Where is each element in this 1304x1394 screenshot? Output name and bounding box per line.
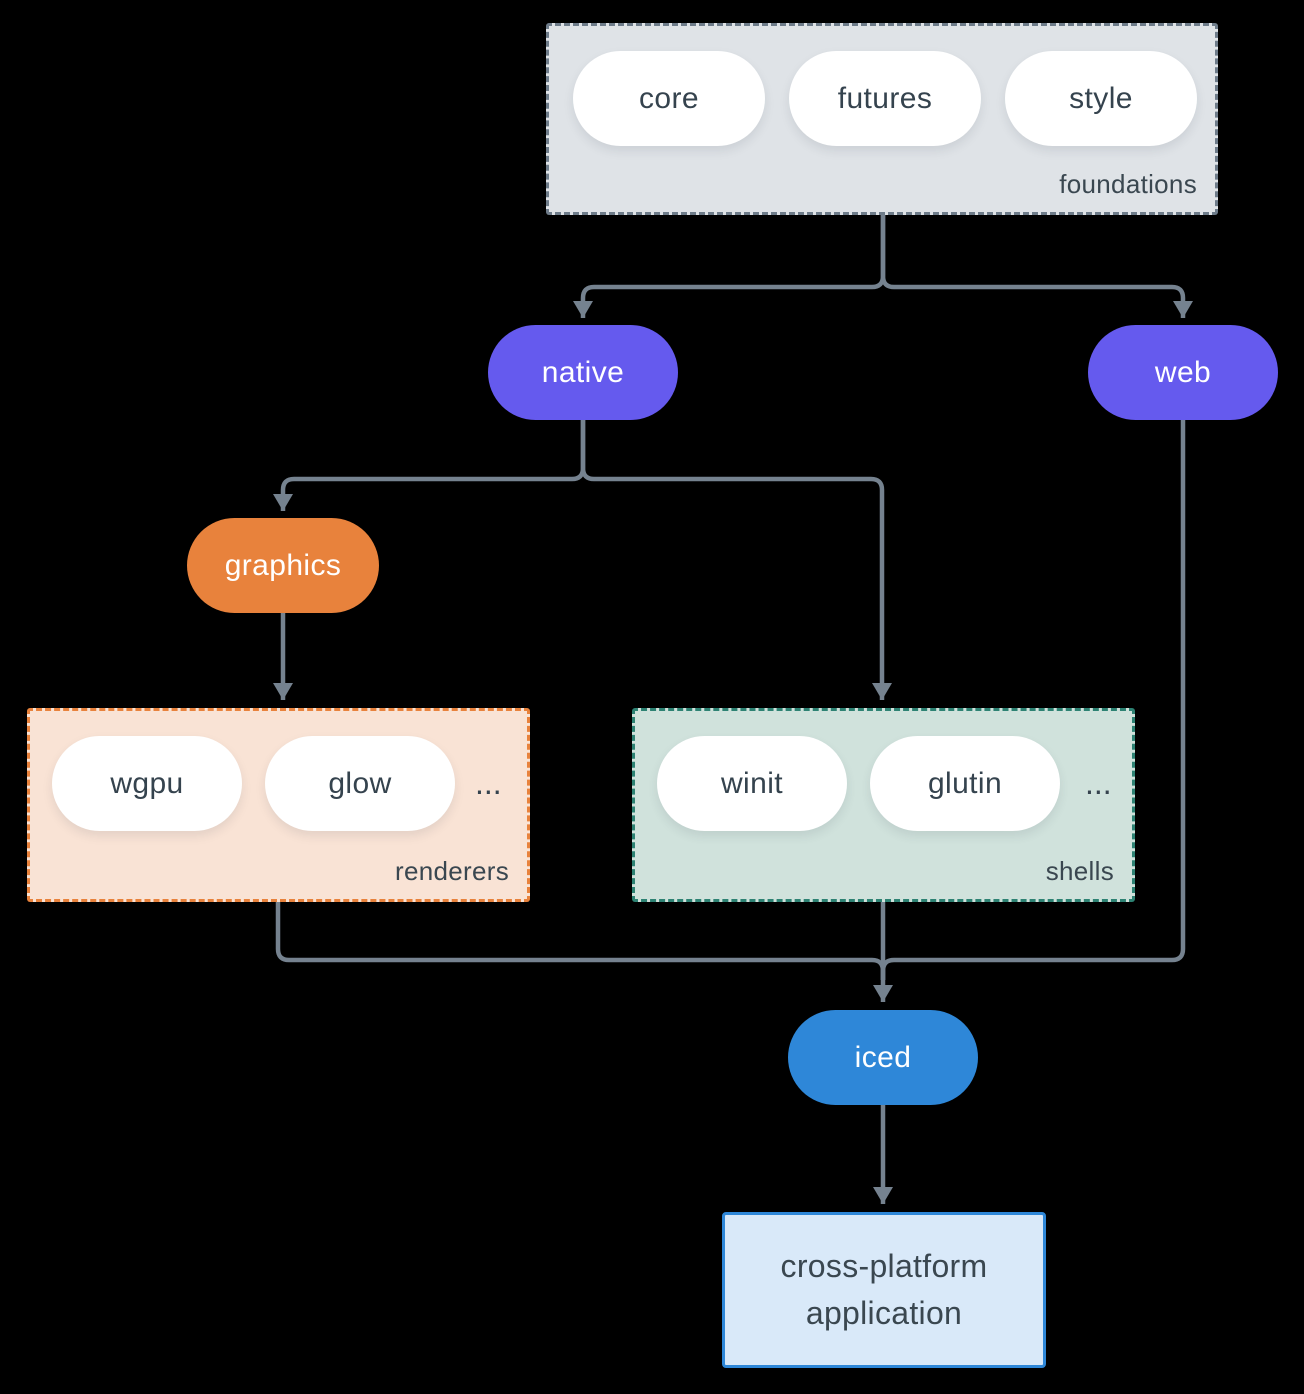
pill-futures-label: futures: [837, 81, 933, 115]
application-box: cross-platform application: [722, 1212, 1046, 1368]
pill-futures: futures: [789, 51, 981, 146]
shells-ellipsis: ...: [1085, 765, 1112, 801]
pill-wgpu-label: wgpu: [110, 766, 184, 800]
pill-winit: winit: [657, 736, 847, 831]
pill-style: style: [1005, 51, 1197, 146]
pill-native-label: native: [541, 355, 625, 389]
pill-web: web: [1088, 325, 1278, 420]
application-label-line2: application: [805, 1295, 963, 1331]
pill-graphics-label: graphics: [224, 548, 342, 582]
group-renderers: wgpu glow ... renderers: [27, 708, 530, 902]
pill-glow: glow: [265, 736, 455, 831]
group-shells: winit glutin ... shells: [632, 708, 1135, 902]
pill-core-label: core: [639, 81, 699, 115]
pill-glutin-label: glutin: [927, 766, 1003, 800]
pill-glutin: glutin: [870, 736, 1060, 831]
pill-wgpu: wgpu: [52, 736, 242, 831]
foundations-group-label: foundations: [1059, 169, 1197, 199]
pill-winit-label: winit: [720, 766, 783, 800]
pill-core: core: [573, 51, 765, 146]
connector-renderers-iced: [275, 898, 886, 980]
pill-native: native: [488, 325, 678, 420]
connector-foundations-native: [573, 205, 886, 318]
pill-iced: iced: [788, 1010, 978, 1105]
renderers-group-label: renderers: [395, 856, 509, 886]
connector-native-graphics: [273, 415, 586, 511]
pill-style-label: style: [1069, 81, 1133, 115]
shells-group-label: shells: [1045, 856, 1114, 886]
pill-iced-label: iced: [854, 1040, 912, 1074]
renderers-ellipsis: ...: [475, 765, 502, 801]
pill-graphics: graphics: [187, 518, 379, 613]
application-label-line1: cross-platform: [780, 1248, 988, 1284]
pill-glow-label: glow: [328, 766, 392, 800]
connector-native-shells: [580, 415, 892, 700]
group-foundations: core futures style foundations: [546, 23, 1218, 215]
pill-web-label: web: [1154, 355, 1212, 389]
connector-foundations-web: [880, 205, 1193, 318]
